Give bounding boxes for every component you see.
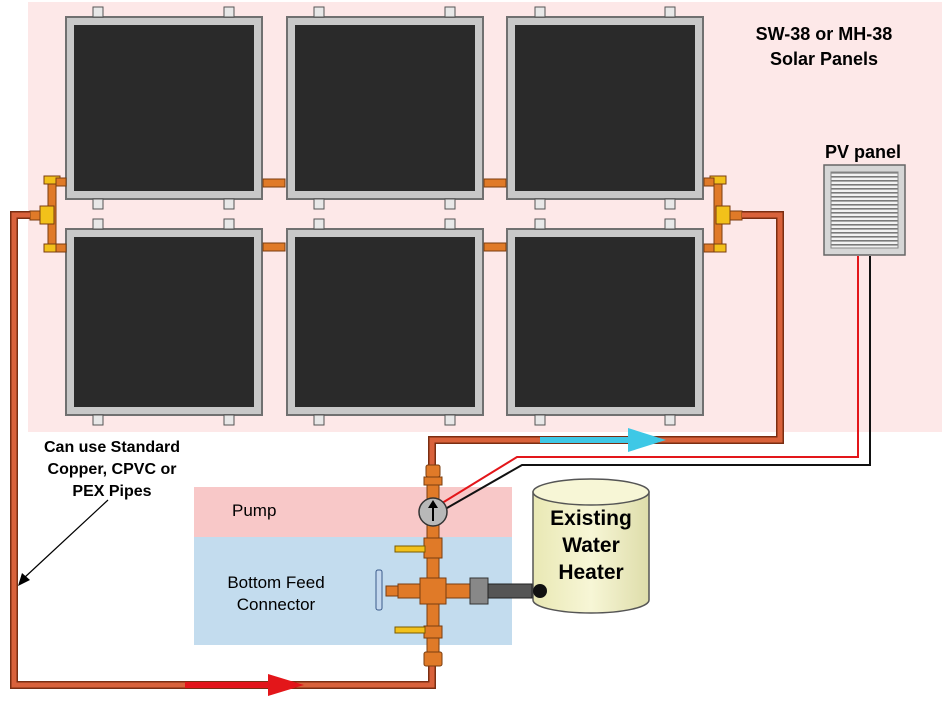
cold-flow-arrow	[185, 674, 304, 696]
connector-label-line2: Connector	[237, 595, 316, 614]
solar-panel	[65, 16, 263, 200]
hot-flow-arrow	[540, 428, 666, 452]
manifold-tee-right	[703, 175, 743, 253]
pipe-network-fill	[11, 212, 783, 688]
solar-panel-array	[29, 6, 743, 426]
heater-label-line1: Existing	[550, 507, 632, 530]
pipes-note-line1: Can use Standard	[44, 439, 180, 456]
solar-panel	[506, 16, 704, 200]
manifold-tee-left	[29, 175, 67, 253]
heater-label-line3: Heater	[558, 561, 623, 584]
solar-panels-label-line1: SW-38 or MH-38	[756, 24, 893, 44]
pv-wires	[433, 256, 871, 513]
pump-valve-assembly	[375, 464, 547, 667]
solar-panel	[506, 228, 704, 416]
pv-panel	[823, 164, 906, 256]
solar-panels-label-line2: Solar Panels	[770, 49, 878, 69]
solar-panel	[65, 228, 263, 416]
pump-label: Pump	[232, 501, 276, 520]
mounting-tabs	[92, 6, 676, 426]
water-heater	[532, 478, 650, 614]
solar-panel	[286, 16, 484, 200]
pv-panel-label: PV panel	[825, 142, 901, 162]
pipes-note-line3: PEX Pipes	[72, 483, 151, 500]
panel-couplers	[262, 178, 507, 252]
solar-panel	[286, 228, 484, 416]
connector-label-line1: Bottom Feed	[227, 573, 324, 592]
pipe-callout-pointer	[18, 499, 109, 586]
pipes-note-line2: Copper, CPVC or	[48, 461, 177, 478]
heater-label-line2: Water	[562, 534, 620, 557]
pump	[418, 497, 448, 527]
pump-zone	[194, 487, 512, 537]
